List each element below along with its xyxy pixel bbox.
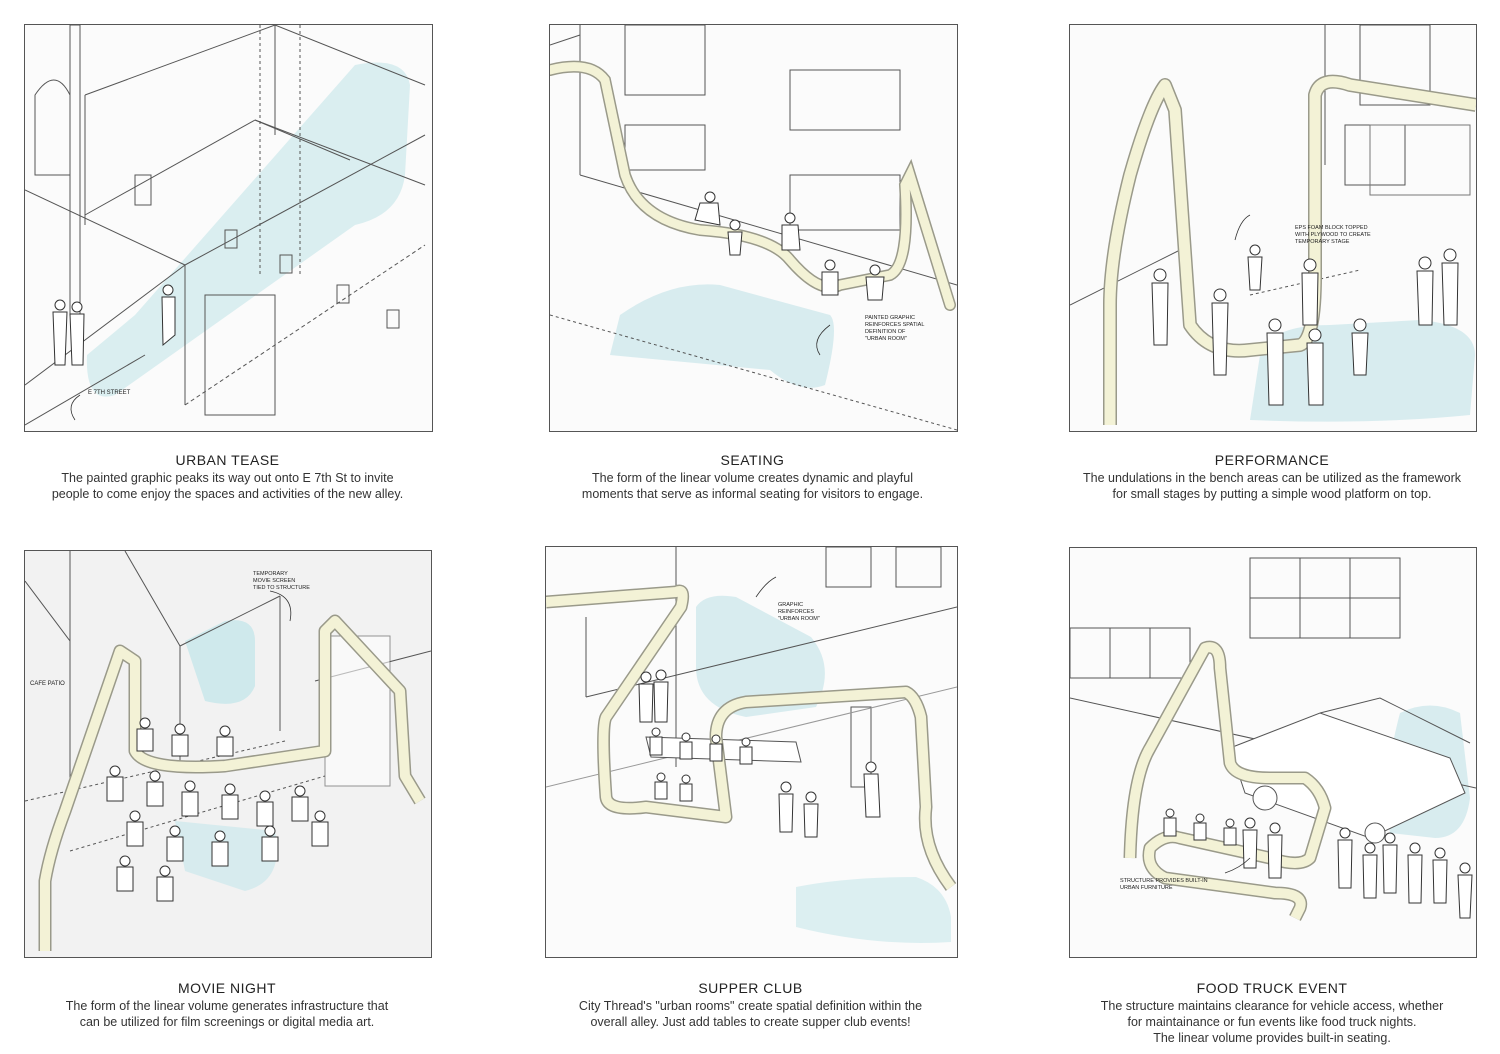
title-supper-club: SUPPER CLUB bbox=[545, 980, 956, 996]
caption-line: The form of the linear volume creates dy… bbox=[549, 470, 956, 486]
caption-urban-tease: URBAN TEASE The painted graphic peaks it… bbox=[24, 452, 431, 502]
caption-line: for small stages by putting a simple woo… bbox=[1069, 486, 1475, 502]
caption-line: The structure maintains clearance for ve… bbox=[1069, 998, 1475, 1014]
caption-line: overall alley. Just add tables to create… bbox=[545, 1014, 956, 1030]
caption-line: The undulations in the bench areas can b… bbox=[1069, 470, 1475, 486]
title-food-truck-event: FOOD TRUCK EVENT bbox=[1069, 980, 1475, 996]
panel-movie-night: TEMPORARY MOVIE SCREEN TIED TO STRUCTURE… bbox=[24, 550, 432, 958]
caption-line: The form of the linear volume generates … bbox=[24, 998, 430, 1014]
movie-night-note: TEMPORARY MOVIE SCREEN TIED TO STRUCTURE bbox=[253, 571, 310, 592]
caption-line: people to come enjoy the spaces and acti… bbox=[24, 486, 431, 502]
title-performance: PERFORMANCE bbox=[1069, 452, 1475, 468]
caption-line: moments that serve as informal seating f… bbox=[549, 486, 956, 502]
caption-performance: PERFORMANCE The undulations in the bench… bbox=[1069, 452, 1475, 502]
caption-seating: SEATING The form of the linear volume cr… bbox=[549, 452, 956, 502]
food-truck-event-drawing bbox=[1070, 548, 1476, 957]
performance-note: EPS FOAM BLOCK TOPPED WITH PLYWOOD TO CR… bbox=[1295, 225, 1371, 246]
supper-club-drawing bbox=[546, 547, 957, 957]
panel-seating: PAINTED GRAPHIC REINFORCES SPATIAL DEFIN… bbox=[549, 24, 958, 432]
panel-performance: EPS FOAM BLOCK TOPPED WITH PLYWOOD TO CR… bbox=[1069, 24, 1477, 432]
caption-food-truck-event: FOOD TRUCK EVENT The structure maintains… bbox=[1069, 980, 1475, 1046]
movie-night-label-cafe-patio: CAFE PATIO bbox=[30, 681, 65, 687]
urban-tease-note-street: E 7TH STREET bbox=[88, 390, 130, 396]
caption-line: The painted graphic peaks its way out on… bbox=[24, 470, 431, 486]
seating-drawing bbox=[550, 25, 957, 431]
title-seating: SEATING bbox=[549, 452, 956, 468]
caption-line: City Thread's "urban rooms" create spati… bbox=[545, 998, 956, 1014]
panel-supper-club: GRAPHIC REINFORCES "URBAN ROOM" bbox=[545, 546, 958, 958]
caption-line: for maintainance or fun events like food… bbox=[1069, 1014, 1475, 1030]
caption-line: The linear volume provides built-in seat… bbox=[1069, 1030, 1475, 1046]
movie-night-drawing bbox=[25, 551, 431, 957]
caption-movie-night: MOVIE NIGHT The form of the linear volum… bbox=[24, 980, 430, 1030]
panel-urban-tease: E 7TH STREET bbox=[24, 24, 433, 432]
caption-supper-club: SUPPER CLUB City Thread's "urban rooms" … bbox=[545, 980, 956, 1030]
supper-club-note: GRAPHIC REINFORCES "URBAN ROOM" bbox=[778, 602, 820, 623]
seating-note: PAINTED GRAPHIC REINFORCES SPATIAL DEFIN… bbox=[865, 315, 924, 343]
title-movie-night: MOVIE NIGHT bbox=[24, 980, 430, 996]
title-urban-tease: URBAN TEASE bbox=[24, 452, 431, 468]
urban-tease-drawing bbox=[25, 25, 432, 431]
caption-line: can be utilized for film screenings or d… bbox=[24, 1014, 430, 1030]
performance-drawing bbox=[1070, 25, 1476, 431]
food-truck-note: STRUCTURE PROVIDES BUILT-IN URBAN FURNIT… bbox=[1120, 878, 1208, 892]
panel-food-truck-event: STRUCTURE PROVIDES BUILT-IN URBAN FURNIT… bbox=[1069, 547, 1477, 958]
